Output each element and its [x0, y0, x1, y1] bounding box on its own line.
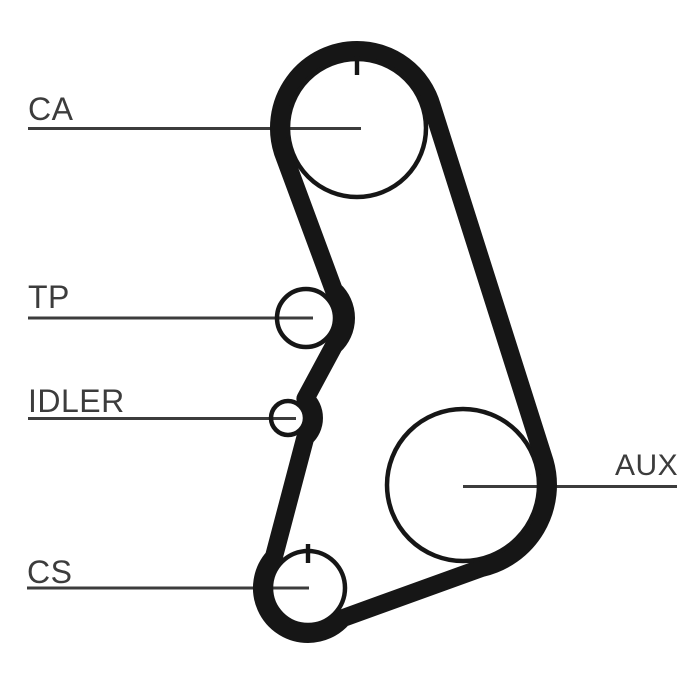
pulley-idler: [268, 398, 308, 438]
pulley-tp: [274, 286, 338, 350]
label-ca: CA: [28, 91, 74, 127]
timing-mark-ca: [354, 52, 360, 75]
label-aux: AUX: [615, 449, 678, 482]
timing-belt: [252, 41, 557, 643]
pulleys: [268, 56, 542, 628]
pulley-aux: [384, 406, 542, 564]
label-tp: TP: [28, 279, 70, 315]
label-idler: IDLER: [28, 383, 125, 419]
timing-mark-cs: [305, 544, 311, 563]
label-cs: CS: [27, 554, 72, 590]
